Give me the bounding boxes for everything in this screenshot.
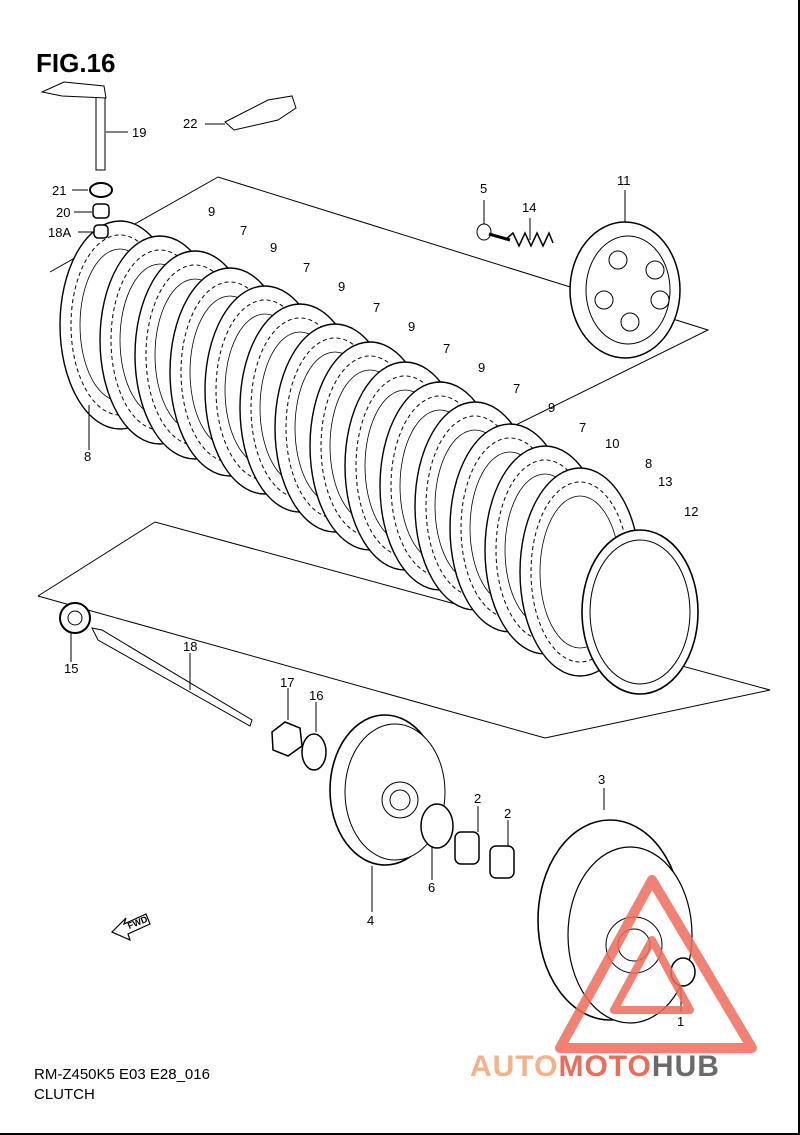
lower-stack-boundary [37,521,771,739]
pressure-plate [569,221,681,359]
callout-7a: 7 [240,223,247,238]
callout-1: 1 [677,1014,684,1029]
right-border [798,0,800,1135]
thrust-washer [420,803,454,849]
oil-seal [89,182,113,198]
callout-4: 4 [367,913,374,928]
callout-20: 20 [56,205,70,220]
callout-16: 16 [309,688,323,703]
callout-8a: 8 [84,449,91,464]
callout-7e: 7 [513,381,520,396]
callout-15: 15 [64,661,78,676]
leader-lines [70,123,682,1012]
sleeve-hub [329,714,446,866]
footer-model-code: RM-Z450K5 E03 E28_016 [34,1066,210,1083]
callout-2b: 2 [504,806,511,821]
bolt-and-spring [476,223,554,248]
plate-stack [59,220,699,695]
callout-18: 18 [183,639,197,654]
callout-7f: 7 [579,420,586,435]
callout-19: 19 [132,125,146,140]
bearing-20 [92,203,110,219]
callout-12: 12 [684,504,698,519]
fwd-arrow-icon: FWD [110,913,151,942]
callout-3: 3 [598,772,605,787]
callout-9a: 9 [208,204,215,219]
watermark-part-auto: AUTO [470,1050,559,1083]
callout-9f: 9 [548,400,555,415]
callout-9b: 9 [270,240,277,255]
callout-7c: 7 [373,300,380,315]
clutch-housing [537,819,693,1024]
callout-18a: 18A [48,225,71,240]
callout-22: 22 [183,116,197,131]
bottom-border [0,1133,800,1135]
lock-washer [301,733,327,771]
nut [271,721,303,757]
callout-8b: 8 [645,456,652,471]
callout-7b: 7 [303,260,310,275]
callout-7d: 7 [443,341,450,356]
bearing-18a [93,224,109,239]
figure-title: FIG.16 [36,48,116,78]
needle-bearing-a [454,831,480,865]
footer-section: CLUTCH [34,1086,95,1103]
watermark-brand: AUTOMOTOHUB [470,1050,720,1084]
callout-9d: 9 [408,319,415,334]
spring-ring [581,529,699,695]
callout-14: 14 [522,200,536,215]
callout-11: 11 [617,173,631,188]
release-arm [224,95,297,131]
watermark-part-moto: MOTO [558,1050,652,1083]
callout-13: 13 [658,474,672,489]
release-shaft [40,81,107,171]
needle-bearing-b [489,845,515,879]
watermark-part-hub: HUB [651,1050,720,1083]
bearing-15 [59,602,91,634]
callout-21: 21 [52,183,66,198]
callout-9e: 9 [478,360,485,375]
callout-6: 6 [428,880,435,895]
callout-2a: 2 [474,791,481,806]
watermark-logo-icon [555,875,757,1053]
callout-5: 5 [480,181,487,196]
push-rod [91,627,253,727]
callout-9c: 9 [338,279,345,294]
callout-10: 10 [605,436,619,451]
callout-17: 17 [280,675,294,690]
